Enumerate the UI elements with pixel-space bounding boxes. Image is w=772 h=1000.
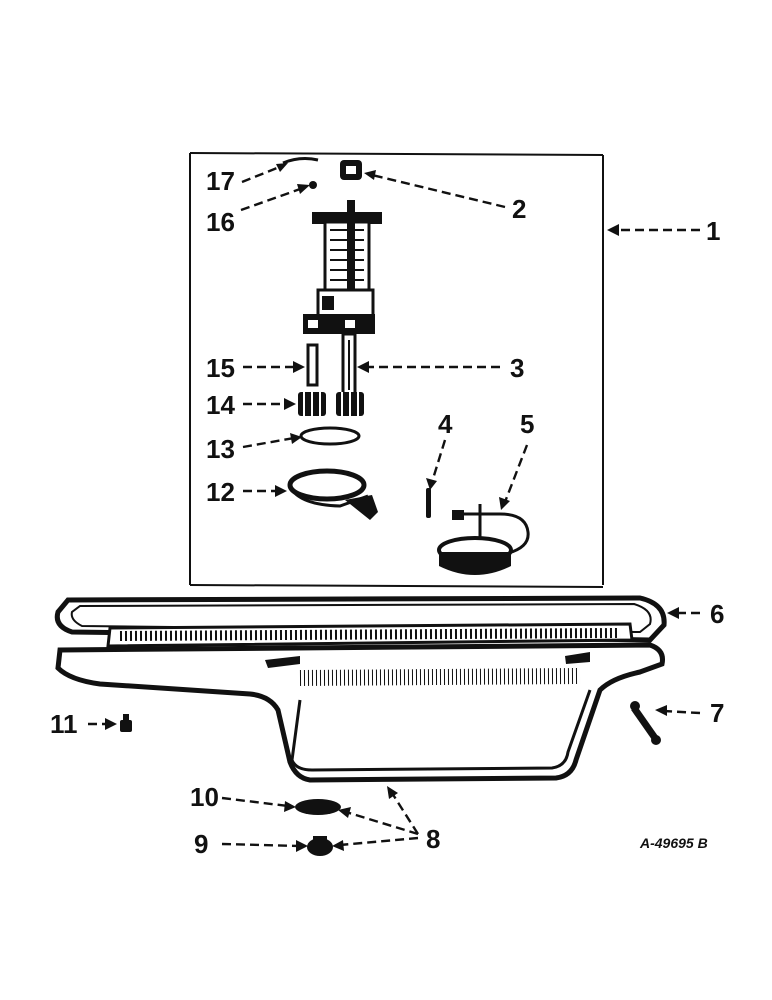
callout-14: 14 [206,390,235,420]
drawing-number: A-49695 B [639,835,708,851]
callout-6: 6 [710,599,724,629]
callout-3: 3 [510,353,524,383]
pan-gasket-icon [54,595,667,643]
drain-plug-gasket-icon [295,799,341,815]
cotter-pin-icon [282,157,319,165]
drain-plug-icon [307,836,333,856]
callout-4: 4 [438,409,453,439]
callout-13: 13 [206,434,235,464]
callout-2: 2 [512,194,526,224]
oil-screen-icon [437,504,530,575]
oil-pump-assembly-frame [189,152,604,588]
screw-icon [309,181,317,189]
callout-17: 17 [206,166,235,196]
drive-shaft-icon [341,332,357,398]
oil-pan-icon [55,622,665,783]
gear-icon [298,392,364,416]
callout-8: 8 [426,824,440,854]
pump-body-icon [303,200,382,334]
gasket-icon [299,426,361,446]
callout-10: 10 [190,782,219,812]
plug-icon [120,714,132,732]
idler-shaft-icon [306,343,319,387]
callout-16: 16 [206,207,235,237]
callout-9: 9 [194,829,208,859]
dipstick-fitting-icon [630,701,661,745]
callout-12: 12 [206,477,235,507]
callout-5: 5 [520,409,534,439]
callout-15: 15 [206,353,235,383]
pin-icon [426,488,431,518]
callout-11: 11 [50,709,78,739]
callout-1: 1 [706,216,720,246]
leader-lines [88,163,701,852]
callout-7: 7 [710,698,724,728]
pump-cover-icon [287,468,378,520]
nut-icon [340,160,362,180]
callout-labels: 17 16 2 1 15 3 14 4 5 13 12 6 7 11 10 8 … [50,166,724,859]
